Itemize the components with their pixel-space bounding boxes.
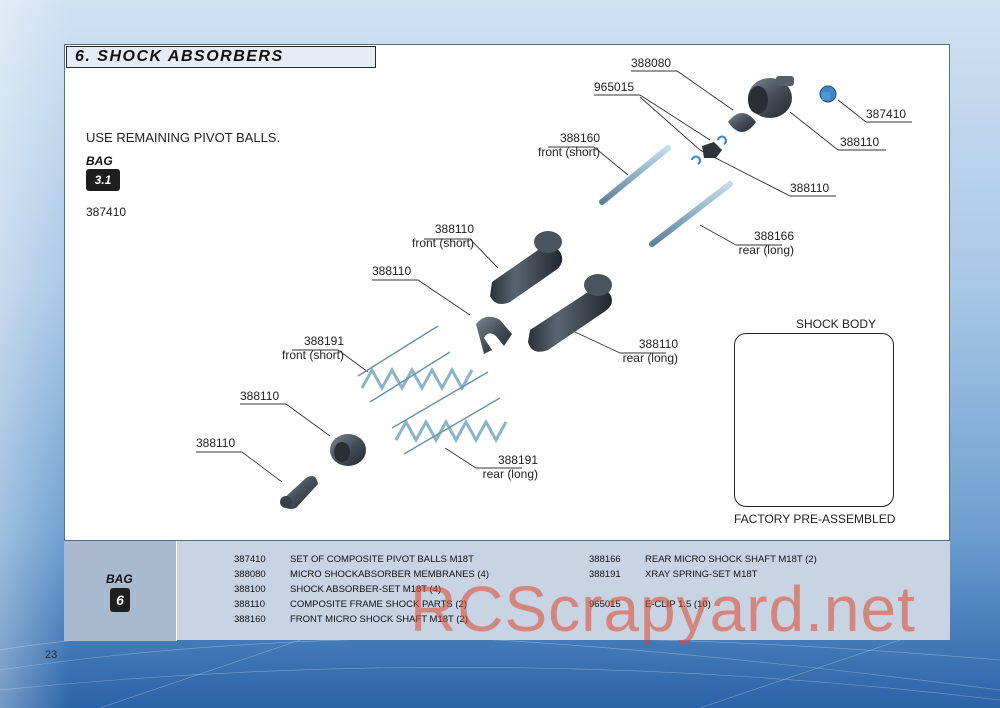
callout-388110-lower-cap: 388110: [240, 389, 280, 403]
membrane-part: [728, 113, 756, 132]
shock-cap-upper-part: [748, 76, 794, 118]
callout-388191-front: 388191 front (short): [281, 334, 344, 362]
shock-body-caption: FACTORY PRE-ASSEMBLED: [734, 512, 896, 526]
legend-bag-label: BAG: [106, 572, 133, 586]
callout-965015: 965015: [594, 80, 635, 94]
watermark-text: RCScrapyard.net: [410, 573, 916, 645]
callout-388110-rod-end: 388110: [196, 436, 236, 450]
callout-388110-eclip: 388110: [790, 181, 830, 195]
shock-body-inset-frame: [734, 333, 894, 507]
callout-388110-cap: 388110: [840, 135, 880, 149]
shock-body-rear-part: [528, 274, 612, 352]
shaft-front-part: [599, 145, 671, 205]
callout-388166: 388166 rear (long): [738, 229, 794, 257]
bag-label: BAG: [86, 154, 113, 168]
section-title-box: 6. SHOCK ABSORBERS: [66, 46, 376, 68]
callout-388080: 388080: [631, 56, 672, 70]
legend-bag-number-icon: 6: [110, 588, 130, 612]
c-clip-part: [476, 316, 512, 354]
shaft-nut-part: [702, 142, 722, 158]
spring-front-part: [357, 325, 474, 403]
callout-387410: 387410: [866, 107, 907, 121]
page-title: 6. SHOCK ABSORBERS: [75, 48, 284, 65]
page-number: 23: [45, 649, 58, 661]
callout-388191-rear: 388191 rear (long): [482, 453, 538, 481]
rod-end-part: [280, 476, 318, 509]
callout-388110-clip: 388110: [372, 264, 412, 278]
instruction-note: USE REMAINING PIVOT BALLS.: [86, 130, 281, 145]
legend-bag-badge: BAG 6: [64, 541, 177, 641]
shaft-rear-part: [649, 181, 733, 247]
bag-number-icon: 3.1: [86, 169, 120, 191]
spring-rear-part: [391, 371, 508, 455]
callout-388160: 388160 front (short): [537, 131, 600, 159]
bag-part-code: 387410: [86, 205, 127, 219]
callout-388110-front-body: 388110 front (short): [411, 222, 474, 250]
e-clip-part: [691, 135, 727, 165]
bag-badge-small: BAG 3.1: [86, 154, 126, 191]
shock-body-title: SHOCK BODY: [796, 317, 877, 331]
shock-cap-lower-part: [330, 434, 366, 466]
callout-388110-rear-body: 388110 rear (long): [622, 337, 678, 365]
shock-body-front-part: [490, 231, 563, 304]
